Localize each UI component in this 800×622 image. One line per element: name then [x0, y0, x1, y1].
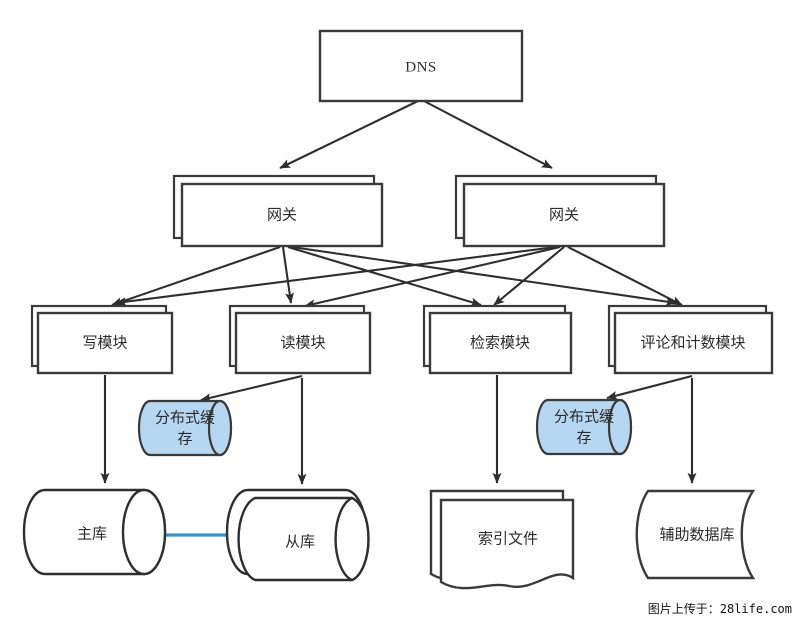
- write-module-box[interactable]: [36, 311, 174, 375]
- node-search-module[interactable]: 检索模块: [422, 304, 573, 375]
- watermark-label: 图片上传于：28life.com: [648, 601, 792, 616]
- comment-count-module-label: 评论和计数模块: [640, 334, 745, 351]
- master-db-label: 主库: [77, 525, 107, 542]
- gateway-left-label: 网关: [267, 206, 297, 223]
- aux-db-body[interactable]: [635, 489, 756, 580]
- cache-right-label-line2: 存: [576, 429, 591, 446]
- cache-left-label-line2: 存: [177, 430, 192, 447]
- edge-group-modules-to-caches: [200, 374, 693, 403]
- node-cache-left[interactable]: 分布式缓 存: [137, 399, 233, 457]
- edge-gateway-right-write: [115, 245, 557, 307]
- node-cache-right[interactable]: 分布式缓 存: [535, 398, 633, 456]
- node-aux-db[interactable]: 辅助数据库: [635, 489, 756, 580]
- edge-comment-module-cache-right: [606, 374, 693, 400]
- edge-gateway-left-comment: [291, 245, 677, 306]
- read-module-box[interactable]: [234, 311, 372, 375]
- edge-gateway-right-read: [304, 245, 561, 309]
- node-master-db[interactable]: 主库: [22, 488, 167, 576]
- index-file-doc[interactable]: [439, 498, 575, 590]
- edge-group-modules-to-storage: [100, 375, 697, 485]
- edge-gateway-right-search: [493, 246, 565, 306]
- index-file-label: 索引文件: [478, 530, 538, 547]
- slave-db-label: 从库: [285, 533, 315, 550]
- search-module-label: 检索模块: [470, 334, 530, 351]
- cache-left-label-line1: 分布式缓: [155, 409, 215, 426]
- dns-box[interactable]: [318, 29, 524, 103]
- edge-gateway-right-comment: [567, 246, 683, 306]
- node-write-module[interactable]: 写模块: [30, 304, 174, 375]
- node-slave-db[interactable]: 从库: [225, 488, 370, 582]
- gateway-left-box[interactable]: [180, 182, 384, 248]
- edge-gateway-left-read: [281, 246, 295, 304]
- edge-group-dns-to-gateways: [279, 100, 553, 169]
- master-db-end-ellipse: [121, 488, 167, 576]
- edge-dns-gateway-left: [279, 100, 419, 169]
- node-read-module[interactable]: 读模块: [228, 304, 372, 375]
- node-index-file[interactable]: 索引文件: [429, 489, 575, 590]
- search-module-box[interactable]: [428, 311, 573, 375]
- edge-read-module-cache-left: [200, 374, 303, 403]
- comment-count-module-box[interactable]: [613, 311, 774, 375]
- edge-gateway-left-write: [111, 246, 281, 306]
- edge-dns-gateway-right: [423, 100, 553, 169]
- write-module-label: 写模块: [82, 334, 127, 351]
- cache-left-end-ellipse: [207, 399, 233, 457]
- slave-db-end-ellipse: [334, 496, 370, 582]
- aux-db-label: 辅助数据库: [659, 526, 734, 543]
- edge-gateway-left-search: [287, 245, 482, 307]
- node-comment-count-module[interactable]: 评论和计数模块: [607, 304, 774, 375]
- node-dns[interactable]: DNS: [318, 29, 524, 103]
- node-gateway-right[interactable]: 网关: [454, 174, 666, 248]
- cache-right-label-line1: 分布式缓: [554, 408, 614, 425]
- edge-group-gateways-to-modules: [111, 245, 683, 309]
- gateway-right-label: 网关: [549, 206, 579, 223]
- gateway-right-box[interactable]: [462, 182, 666, 248]
- read-module-label: 读模块: [280, 334, 325, 351]
- cache-right-end-ellipse: [607, 398, 633, 456]
- dns-label: DNS: [405, 59, 437, 75]
- node-gateway-left[interactable]: 网关: [172, 174, 384, 248]
